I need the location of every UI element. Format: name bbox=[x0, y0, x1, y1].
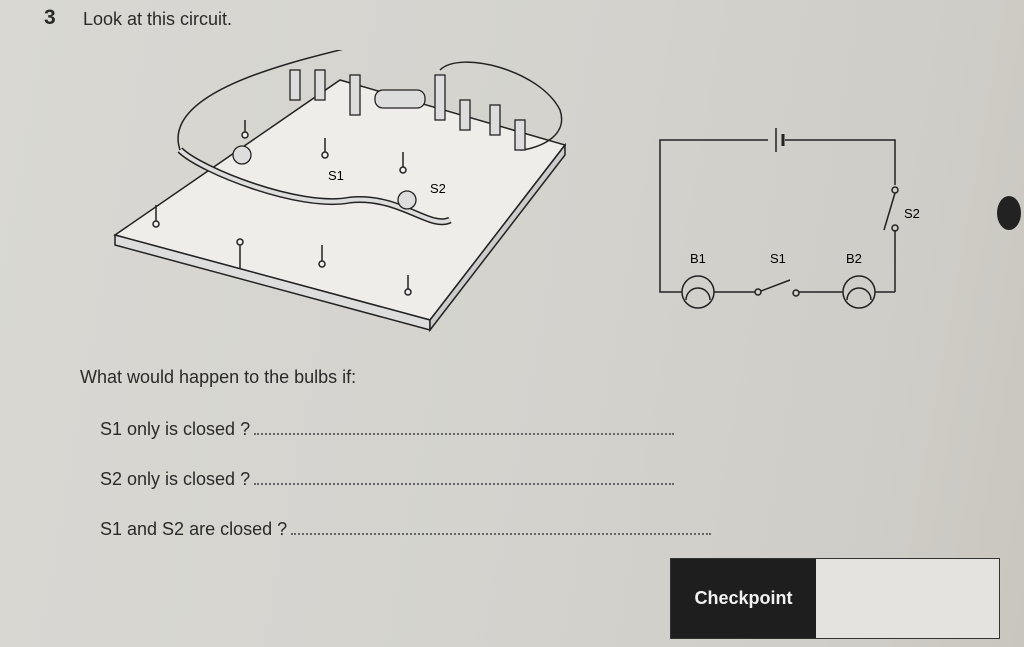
binder-hole bbox=[997, 196, 1021, 230]
checkpoint-box: Checkpoint bbox=[670, 558, 1000, 639]
circuit-schematic: B1 S1 B2 S2 bbox=[659, 128, 920, 309]
question-intro: Look at this circuit. bbox=[83, 9, 233, 29]
answer-line[interactable] bbox=[254, 433, 675, 435]
question-item-label: S1 and S2 are closed ? bbox=[100, 519, 288, 539]
switch-s1-icon bbox=[760, 279, 791, 292]
switch-s2-icon bbox=[883, 192, 896, 231]
label-s1: S1 bbox=[770, 251, 786, 266]
label-b2: B2 bbox=[846, 251, 862, 266]
bulb-b2-icon bbox=[842, 275, 876, 309]
answer-line[interactable] bbox=[291, 533, 712, 535]
checkpoint-label: Checkpoint bbox=[671, 559, 816, 638]
illustration-label-s1: S1 bbox=[328, 168, 344, 183]
question-prompt: What would happen to the bulbs if: bbox=[80, 367, 357, 387]
circuit-board-illustration: S1 S2 bbox=[113, 50, 567, 333]
bulb-b1-icon bbox=[681, 275, 715, 309]
checkpoint-answer-area[interactable] bbox=[816, 559, 999, 638]
illustration-label-s2: S2 bbox=[430, 181, 446, 196]
question-number: 3 bbox=[44, 6, 56, 29]
question-item-3: S1 and S2 are closed ? bbox=[100, 519, 712, 540]
label-b1: B1 bbox=[690, 251, 706, 266]
question-item-2: S2 only is closed ? bbox=[100, 469, 675, 490]
answer-line[interactable] bbox=[254, 483, 675, 485]
question-item-1: S1 only is closed ? bbox=[100, 419, 675, 440]
question-item-label: S1 only is closed ? bbox=[100, 419, 251, 439]
question-item-label: S2 only is closed ? bbox=[100, 469, 251, 489]
label-s2: S2 bbox=[904, 206, 920, 221]
